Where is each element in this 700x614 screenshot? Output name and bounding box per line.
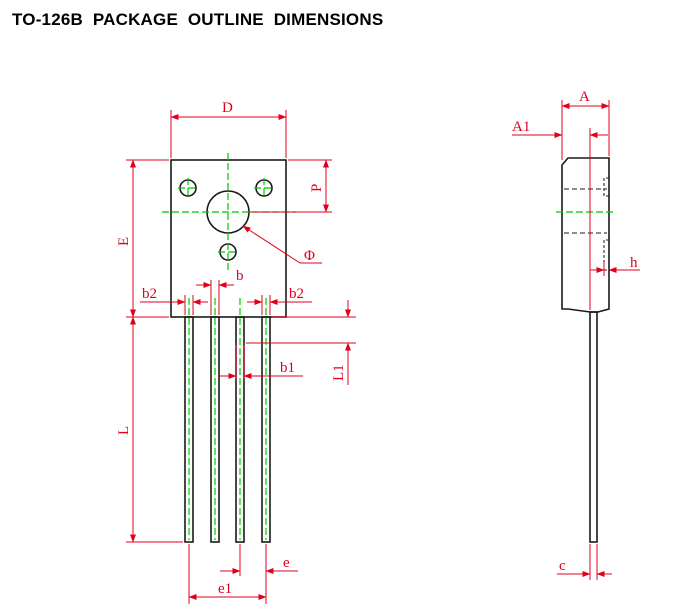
label-e1: e1 [218,581,232,597]
dim-D: D [170,100,287,158]
lead-4 [261,316,271,543]
dim-phi: Φ [242,225,322,264]
label-phi: Φ [304,248,315,264]
lead-2 [210,316,220,543]
front-centerlines [162,153,296,540]
page-title: TO-126B PACKAGE OUTLINE DIMENSIONS [12,10,384,29]
label-b: b [236,268,244,284]
lead-3 [235,316,245,543]
lead-1 [184,316,194,543]
dim-P: P [250,159,332,213]
dim-b: b [196,268,244,315]
label-A: A [579,89,590,105]
dim-h: h [590,255,640,276]
side-hidden-lines [564,177,609,271]
label-L1: L1 [331,364,347,381]
label-e: e [283,555,290,571]
front-view: D P E L Φ [116,100,356,604]
dim-A1: A1 [512,119,608,310]
label-h: h [630,255,638,271]
label-b2-right: b2 [289,286,304,302]
label-D: D [222,100,233,116]
dim-e1: e1 [188,544,267,604]
dim-L: L [116,316,183,543]
label-L: L [116,426,132,435]
dim-e: e [220,544,298,576]
label-E: E [116,237,132,246]
dim-b2-left: b2 [140,286,208,315]
side-lead [589,311,598,543]
side-view: A A1 h c [512,89,640,580]
label-b1: b1 [280,360,295,376]
dim-c: c [557,544,612,580]
side-body-outline [561,157,610,313]
dim-b1: b1 [218,345,303,380]
dim-L1: L1 [246,300,356,385]
dim-A: A [561,89,610,160]
label-P: P [309,184,325,192]
dim-b2-right: b2 [247,286,312,315]
label-c: c [559,558,566,574]
label-b2-left: b2 [142,286,157,302]
label-A1: A1 [512,119,530,135]
